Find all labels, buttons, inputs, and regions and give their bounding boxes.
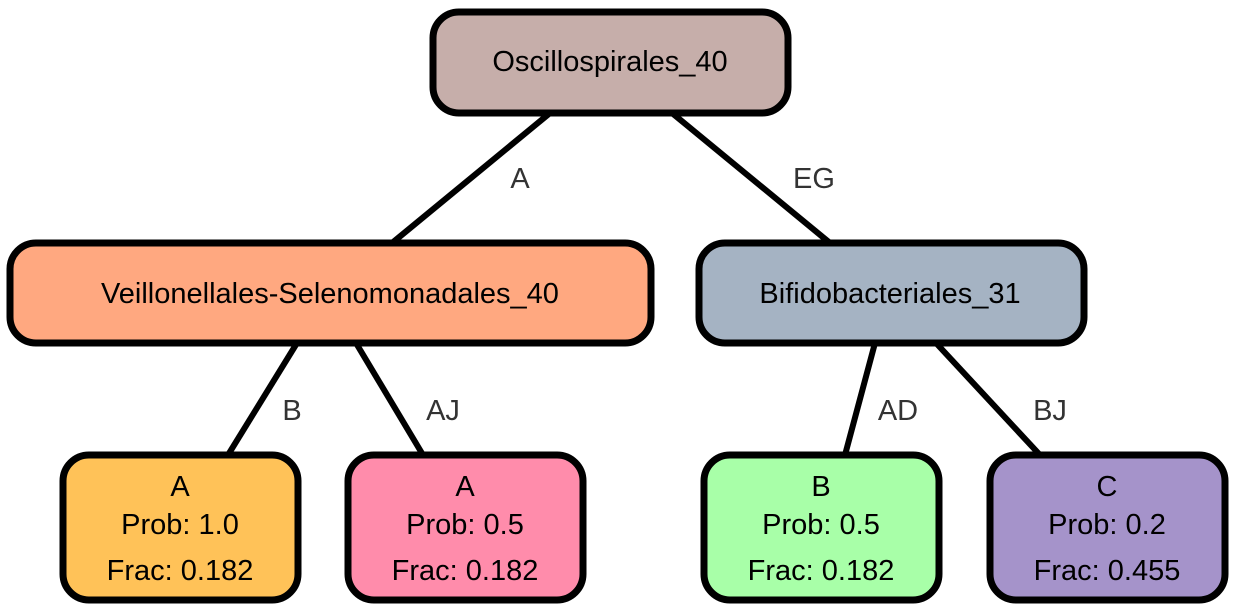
node-leaf-a2: A Prob: 0.5 Frac: 0.182 — [344, 451, 587, 604]
edge-label-bifido-leaf-c: BJ — [1033, 395, 1067, 427]
node-leaf-a2-frac: Frac: 0.182 — [392, 555, 539, 587]
node-root-box — [429, 8, 792, 117]
node-leaf-a1-frac: Frac: 0.182 — [107, 555, 254, 587]
node-bifido-label: Bifidobacteriales_31 — [759, 278, 1020, 310]
node-bifido-box — [695, 239, 1088, 347]
edges — [225, 110, 1043, 458]
node-bifido: Bifidobacteriales_31 — [695, 239, 1088, 347]
edge-root-bifido — [670, 110, 832, 246]
node-leaf-c-frac: Frac: 0.455 — [1034, 555, 1181, 587]
node-veillonellales-box — [6, 239, 655, 347]
node-leaf-b-frac: Frac: 0.182 — [748, 555, 895, 587]
node-root-label: Oscillospirales_40 — [492, 46, 727, 78]
node-leaf-a1-box — [59, 451, 302, 604]
edge-label-root-bifido: EG — [793, 163, 835, 195]
edge-label-root-veillonellales: A — [510, 163, 530, 195]
edge-label-veillonellales-leaf-a2: AJ — [426, 395, 460, 427]
node-leaf-a2-box — [344, 451, 587, 604]
node-leaf-c-prob: Prob: 0.2 — [1048, 509, 1166, 541]
edge-bifido-leaf-b — [842, 342, 878, 456]
node-veillonellales: Veillonellales-Selenomonadales_40 — [6, 239, 655, 347]
node-leaf-a2-prob: Prob: 0.5 — [406, 509, 524, 541]
node-leaf-a1-title: A — [170, 471, 190, 503]
node-leaf-a2-title: A — [455, 471, 475, 503]
node-leaf-c-box — [986, 451, 1229, 604]
node-leaf-b: B Prob: 0.5 Frac: 0.182 — [700, 451, 943, 604]
node-leaf-b-prob: Prob: 0.5 — [762, 509, 880, 541]
node-leaf-a1-prob: Prob: 1.0 — [121, 509, 239, 541]
edge-labels: A EG B AJ AD BJ — [282, 163, 1067, 427]
node-leaf-b-box — [700, 451, 943, 604]
node-leaf-b-title: B — [811, 471, 830, 503]
node-root: Oscillospirales_40 — [429, 8, 792, 117]
edge-root-veillonellales — [390, 110, 552, 246]
edge-bifido-leaf-c — [933, 340, 1043, 458]
edge-veillonellales-leaf-a2 — [353, 341, 426, 457]
node-leaf-c-title: C — [1097, 471, 1118, 503]
edge-label-veillonellales-leaf-a1: B — [282, 395, 301, 427]
node-veillonellales-label: Veillonellales-Selenomonadales_40 — [101, 278, 559, 310]
edge-veillonellales-leaf-a1 — [225, 341, 300, 457]
node-leaf-a1: A Prob: 1.0 Frac: 0.182 — [59, 451, 302, 604]
node-leaf-c: C Prob: 0.2 Frac: 0.455 — [986, 451, 1229, 604]
edge-label-bifido-leaf-b: AD — [878, 395, 918, 427]
